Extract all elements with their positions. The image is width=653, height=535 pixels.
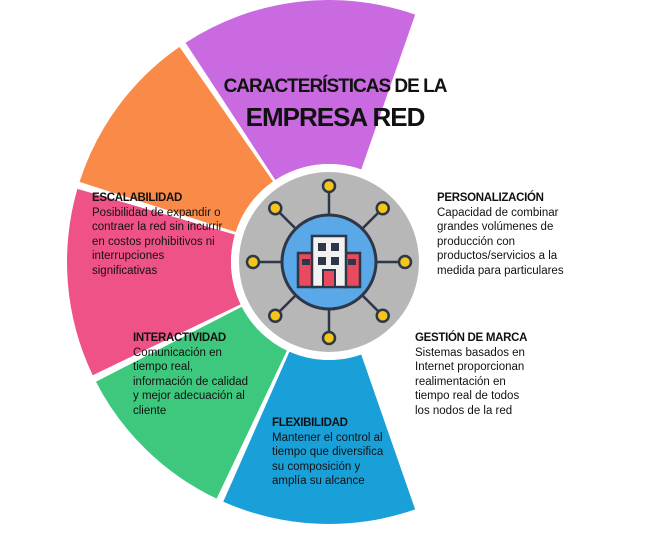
- gestion-segment: [79, 46, 274, 233]
- node-dot: [245, 254, 261, 270]
- wing-window: [302, 259, 310, 265]
- node-dot: [397, 254, 413, 270]
- flexibilidad-text: Mantener el control al tiempo que divers…: [272, 431, 384, 488]
- escalabilidad-segment: [223, 351, 416, 524]
- interactividad-segment: [95, 306, 287, 499]
- gestion-de-marca-block: GESTIÓN DE MARCA Sistemas basados en Int…: [415, 331, 550, 418]
- flexibilidad-block: FLEXIBILIDAD Mantener el control al tiem…: [272, 416, 407, 489]
- node-dot: [268, 201, 283, 216]
- network-building-icon: [231, 164, 427, 360]
- node-dot: [268, 308, 283, 323]
- node-dot: [321, 330, 337, 346]
- personalizacion-segment: [185, 0, 416, 180]
- building-window: [318, 243, 326, 251]
- gestion-de-marca-text: Sistemas basados en Internet proporciona…: [415, 346, 525, 417]
- wing-window: [348, 259, 356, 265]
- escalabilidad-block: ESCALABILIDAD Posibilidad de expandir o …: [92, 191, 242, 278]
- gestion-de-marca-title: GESTIÓN DE MARCA: [415, 332, 528, 344]
- building-window: [331, 257, 339, 265]
- escalabilidad-title: ESCALABILIDAD: [92, 192, 183, 204]
- node-dot: [375, 201, 390, 216]
- interactividad-block: INTERACTIVIDAD Comunicación en tiempo re…: [133, 331, 268, 418]
- personalizacion-text: Capacidad de combinar grandes volúmenes …: [437, 206, 564, 277]
- escalabilidad-text: Posibilidad de expandir o contraer la re…: [92, 206, 223, 277]
- interactividad-title: INTERACTIVIDAD: [133, 332, 226, 344]
- interactividad-text: Comunicación en tiempo real, información…: [133, 346, 249, 417]
- node-dot: [321, 178, 337, 194]
- flexibilidad-title: FLEXIBILIDAD: [272, 417, 348, 429]
- node-dot: [375, 308, 390, 323]
- title-line-2: EMPRESA RED: [245, 102, 426, 132]
- building-door: [322, 269, 336, 288]
- personalizacion-title: PERSONALIZACIÓN: [437, 192, 544, 204]
- title-line-1: CARACTERÍSTICAS DE LA: [223, 76, 448, 97]
- flexibilidad-segment: [66, 188, 241, 376]
- building-window: [318, 257, 326, 265]
- building-window: [331, 243, 339, 251]
- personalizacion-block: PERSONALIZACIÓN Capacidad de combinar gr…: [437, 191, 587, 278]
